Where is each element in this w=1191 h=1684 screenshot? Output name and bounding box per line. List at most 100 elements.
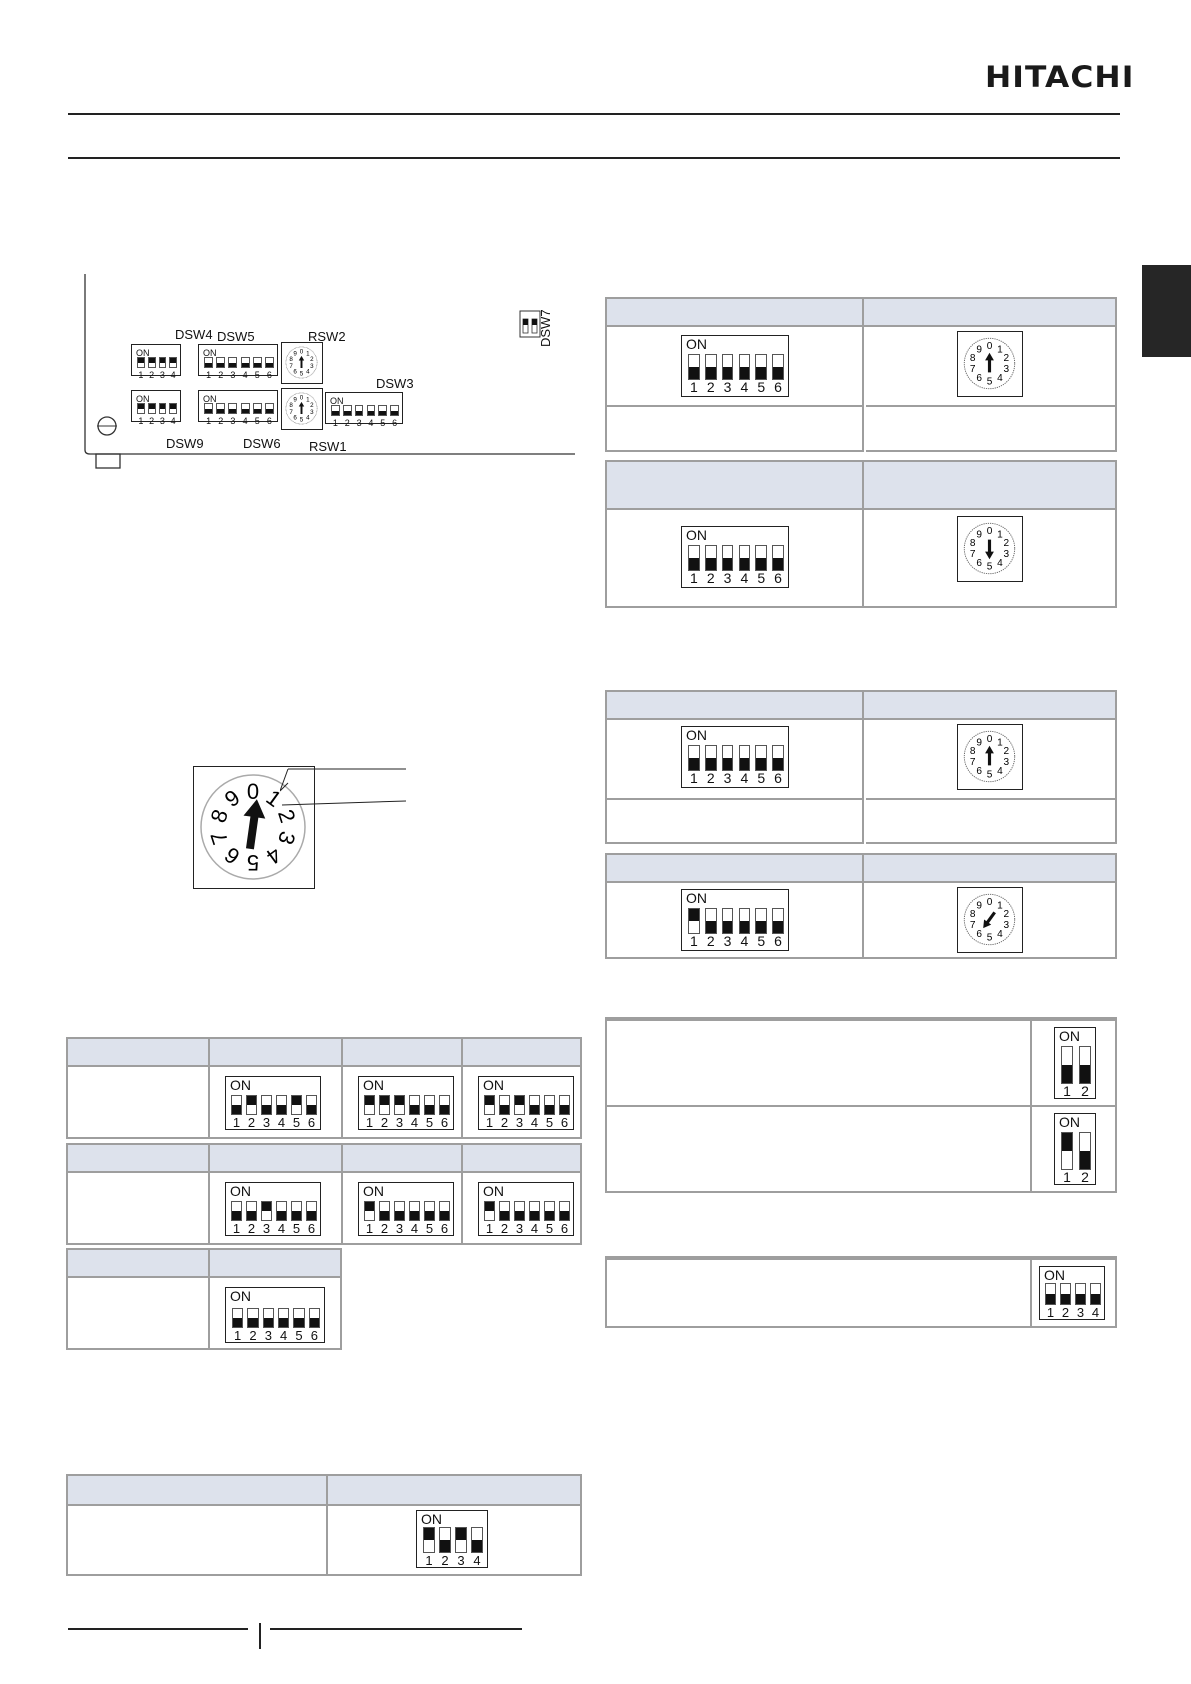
dial-digit: 3	[1003, 757, 1009, 768]
toggle-knob-off	[472, 1540, 482, 1552]
dip-toggle	[1045, 1283, 1056, 1305]
dip-toggle	[721, 745, 734, 771]
table-row-rule	[607, 1105, 1115, 1107]
toggle-knob-off	[395, 1211, 404, 1220]
dip-toggle	[1079, 1132, 1091, 1170]
table-column-rule	[862, 692, 864, 842]
dial-digit: 2	[1003, 538, 1009, 549]
toggle-knob-off	[773, 758, 783, 770]
dip-toggle	[278, 1308, 290, 1328]
dip-toggle	[738, 745, 751, 771]
table-header-row	[68, 1145, 580, 1173]
dip-number: 4	[740, 933, 749, 949]
dip-toggle	[264, 357, 274, 368]
dip-number: 5	[292, 1115, 301, 1130]
dip-toggle	[423, 1527, 435, 1553]
dip-toggle	[704, 745, 717, 771]
dip-toggle	[232, 1308, 244, 1328]
dip-number: 2	[380, 1115, 389, 1130]
dip-toggle	[366, 405, 376, 416]
toggle-knob-off	[233, 1318, 243, 1327]
dip-toggle	[755, 908, 768, 934]
dip-number: 6	[392, 418, 398, 428]
toggle-knob-off	[560, 1105, 569, 1114]
dial-digit: 4	[997, 929, 1003, 940]
toggle-knob-off	[229, 408, 237, 413]
dip-number: 4	[740, 379, 749, 395]
dip-number: 1	[690, 570, 698, 586]
dip-number: 4	[368, 418, 374, 428]
toggle-knob-on	[170, 404, 176, 409]
dip-toggle	[772, 545, 784, 571]
table-column-rule	[862, 299, 864, 450]
dial-digit: 4	[997, 373, 1003, 384]
dip-on-label: ON	[686, 527, 707, 543]
dip-number: 4	[530, 1221, 539, 1236]
dip-toggle	[342, 405, 352, 416]
dip-toggle	[147, 357, 156, 368]
toggle-knob-on	[138, 404, 144, 409]
dsw7-label: DSW7	[538, 309, 553, 347]
toggle-knob-off	[425, 1105, 434, 1114]
table-column-rule	[326, 1476, 328, 1574]
header-rule-bottom	[68, 157, 1120, 159]
toggle-knob-off	[545, 1105, 554, 1114]
dip-toggle	[252, 403, 262, 414]
toggle-knob-on	[247, 1096, 256, 1105]
dip-toggle	[394, 1095, 405, 1115]
dip-number: 3	[264, 1328, 272, 1343]
dip-toggle	[308, 1308, 320, 1328]
dsw6-label: DSW6	[243, 436, 281, 451]
dip-toggle	[331, 405, 340, 416]
toggle-knob-off	[756, 367, 767, 379]
table-header-row	[607, 855, 1115, 883]
dip-toggle	[424, 1201, 435, 1221]
dip-toggle	[228, 357, 238, 368]
toggle-knob-on	[365, 1096, 374, 1105]
detail-dial-arrow	[243, 799, 266, 850]
toggle-knob-on	[148, 358, 155, 363]
dial-digit: 7	[289, 409, 293, 416]
dip-toggle	[772, 908, 784, 934]
dip-number: 6	[266, 416, 272, 426]
dial-digit: 9	[976, 737, 982, 748]
dip-toggle	[240, 357, 250, 368]
dip-toggle	[772, 354, 784, 380]
dip-number: 6	[774, 570, 782, 586]
dip-number: 1	[690, 379, 698, 395]
toggle-knob-off	[229, 362, 237, 367]
dip-number: 2	[706, 379, 715, 395]
dip-toggle	[499, 1095, 510, 1115]
dip-toggle	[1079, 1046, 1091, 1084]
dip-toggle	[738, 908, 751, 934]
toggle-knob-off	[560, 1211, 569, 1220]
dip-toggle	[216, 357, 226, 368]
dip-number: 5	[254, 416, 260, 426]
dip-toggle	[439, 1095, 450, 1115]
toggle-knob-on	[395, 1096, 404, 1105]
dip-number: 5	[254, 370, 260, 380]
hitachi-logo: HITACHI	[985, 60, 1135, 94]
dip-toggle	[364, 1095, 375, 1115]
dial-digit: 4	[306, 414, 310, 421]
dip-toggle	[306, 1201, 317, 1221]
dip-number: 4	[740, 770, 749, 786]
dial-digit: 2	[310, 356, 314, 363]
dip-number: 1	[138, 416, 144, 426]
dip-number: 4	[280, 1328, 288, 1343]
dip-toggle	[246, 1201, 257, 1221]
dip-toggle	[261, 1201, 272, 1221]
dip-number: 3	[457, 1553, 465, 1568]
toggle-knob-off	[217, 362, 225, 367]
dip-number: 3	[723, 933, 732, 949]
